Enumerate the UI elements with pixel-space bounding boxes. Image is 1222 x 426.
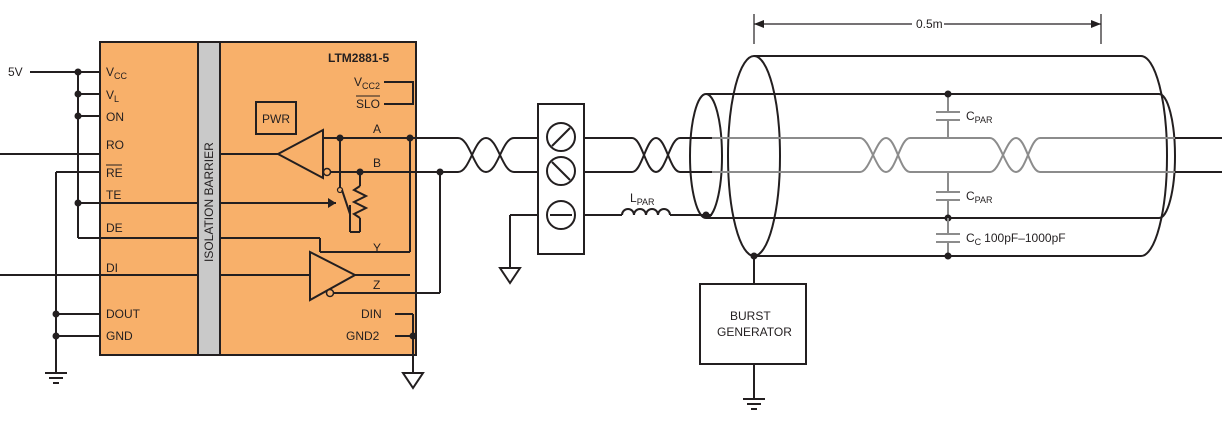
svg-text:VCC2: VCC2 [354,75,380,91]
pin-di: DI [106,261,118,275]
pin-vl-sub: L [114,94,119,104]
driver-inverter-bubble [325,288,335,298]
pin-a: A [373,122,381,136]
terminal-screws [546,122,576,230]
cpar-capacitor-top [936,90,960,138]
chip-body [99,41,417,356]
pin-slo: SLO [356,97,380,111]
terminal-ground [498,214,538,285]
left-pin-labels: VCC VL ON RO RE TE DE DI DOUT GND [106,65,141,343]
pin-gnd: GND [106,329,133,343]
pin-y: Y [373,241,381,255]
cable-inner-pair [712,136,1222,174]
pin-on: ON [106,110,124,124]
cable-outer [727,55,1168,257]
cpar-bottom-label: CPAR [966,189,993,205]
cc-capacitor [936,218,960,260]
length-dimension [753,14,1102,44]
terminal-block [537,103,585,255]
left-wiring [0,68,336,384]
barrier-label: ISOLATION BARRIER [202,142,216,262]
right-wiring [320,81,444,390]
isolation-barrier [197,41,221,356]
twisted-pair-left [440,136,538,174]
pin-vcc: V [106,65,114,79]
receiver-triangle [275,128,324,180]
pwr-label: PWR [262,112,290,126]
right-pin-labels: VCC2 SLO A B Y Z DIN GND2 [346,75,382,343]
burst-generator-box [699,283,807,365]
pin-din: DIN [361,307,382,321]
lpar-label: LPAR [630,191,655,207]
pin-vcc2: V [354,75,362,89]
pin-ro: RO [106,138,124,152]
pin-re: RE [106,166,123,180]
pwr-box [255,101,297,135]
pin-dout: DOUT [106,307,141,321]
cpar-top-label: CPAR [966,109,993,125]
receiver-inverter-bubble [322,167,332,177]
pin-vl: V [106,88,114,102]
driver-triangle [309,250,358,302]
twisted-pair-mid [584,136,712,174]
burst-generator-line2: GENERATOR [717,325,792,339]
cable-inner-shield [689,93,1176,219]
svg-text:VCC: VCC [106,65,128,81]
length-label: 0.5m [916,17,943,31]
chip-name: LTM2881-5 [328,51,389,65]
pin-vcc-sub: CC [114,71,127,81]
cpar-capacitor-bottom [936,172,960,222]
pin-b: B [373,156,381,170]
burst-generator-line1: BURST [730,309,771,323]
pin-vcc2-sub: CC2 [362,81,380,91]
pin-de: DE [106,221,123,235]
pin-gnd2: GND2 [346,329,380,343]
burst-generator-wiring [743,252,765,410]
pin-te: TE [106,188,121,202]
supply-label: 5V [8,65,23,79]
svg-text:VL: VL [106,88,119,104]
pin-z: Z [373,278,380,292]
lpar-inductor [584,208,712,219]
